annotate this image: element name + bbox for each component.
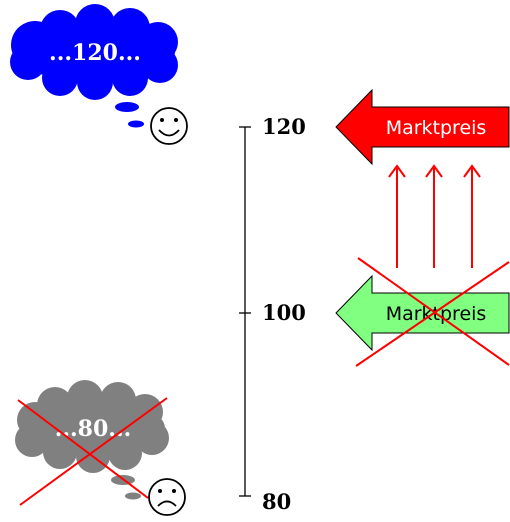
price-scale: 120 100 80 [239, 114, 306, 514]
thought-text-high: ...120... [49, 40, 141, 66]
cross-out-thought-low [17, 397, 168, 506]
shift-arrowhead-2 [425, 164, 443, 178]
scale-label-80: 80 [262, 489, 291, 514]
shift-arrowhead-3 [463, 164, 481, 178]
shift-arrows [388, 164, 481, 268]
cloud-shape-low [15, 380, 169, 473]
thought-text-low: ...80... [55, 416, 132, 442]
thought-bubble-low: ...80... [15, 380, 169, 506]
cross-out-price-old [355, 257, 510, 367]
scale-label-120: 120 [262, 114, 306, 139]
sad-face-icon [148, 478, 186, 516]
arrow-shape-new [335, 88, 510, 166]
thought-bubble-high: ...120... [10, 4, 178, 128]
thought-dot-large-high [115, 102, 139, 112]
happy-face-icon [150, 107, 188, 145]
cloud-shape-high [10, 4, 178, 100]
thought-dot-small-high [128, 120, 144, 128]
arrow-label-new: Marktpreis [386, 117, 487, 139]
scale-label-100: 100 [262, 300, 306, 325]
arrow-shape-old [335, 274, 510, 352]
market-price-arrow-new: Marktpreis [335, 88, 510, 166]
thought-dot-small-low [125, 492, 141, 500]
shift-arrowhead-1 [388, 164, 406, 178]
market-price-arrow-old: Marktpreis [335, 257, 510, 367]
